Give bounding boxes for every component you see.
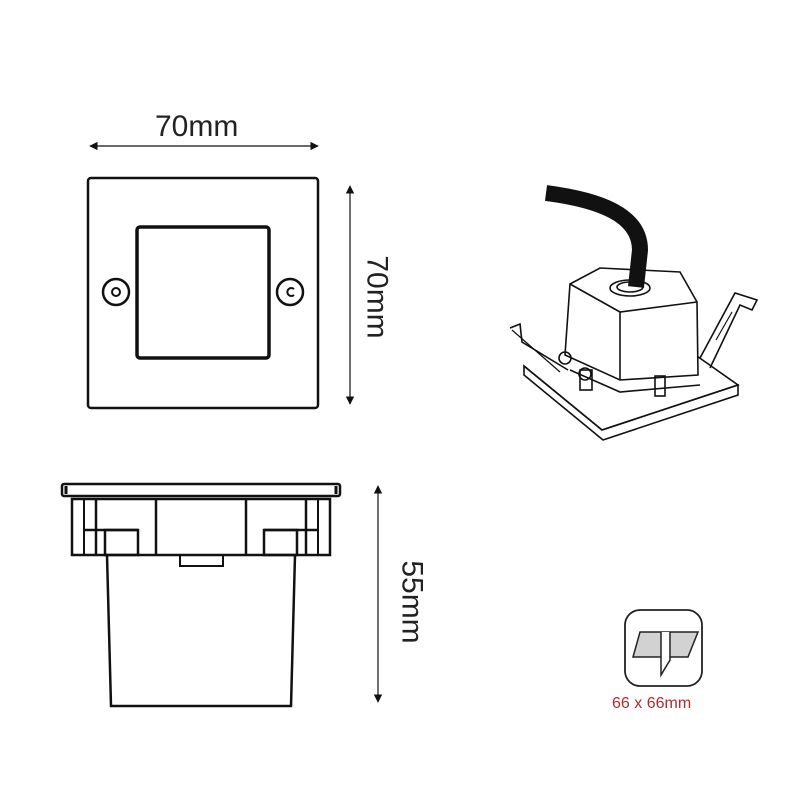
cutout-size-label: 66 x 66mm [612, 695, 692, 712]
faceplate-outline [86, 176, 320, 410]
front-view [86, 141, 355, 410]
front-height-label: 70mm [360, 255, 394, 339]
side-depth-label: 55mm [395, 560, 429, 644]
cutout-hole-icon [624, 609, 703, 687]
front-width-label: 70mm [155, 110, 239, 143]
side-view [60, 482, 383, 708]
lens-window [135, 225, 271, 360]
screw-left-icon [101, 277, 131, 307]
isometric-view [509, 185, 759, 441]
screw-right-icon [275, 277, 305, 307]
